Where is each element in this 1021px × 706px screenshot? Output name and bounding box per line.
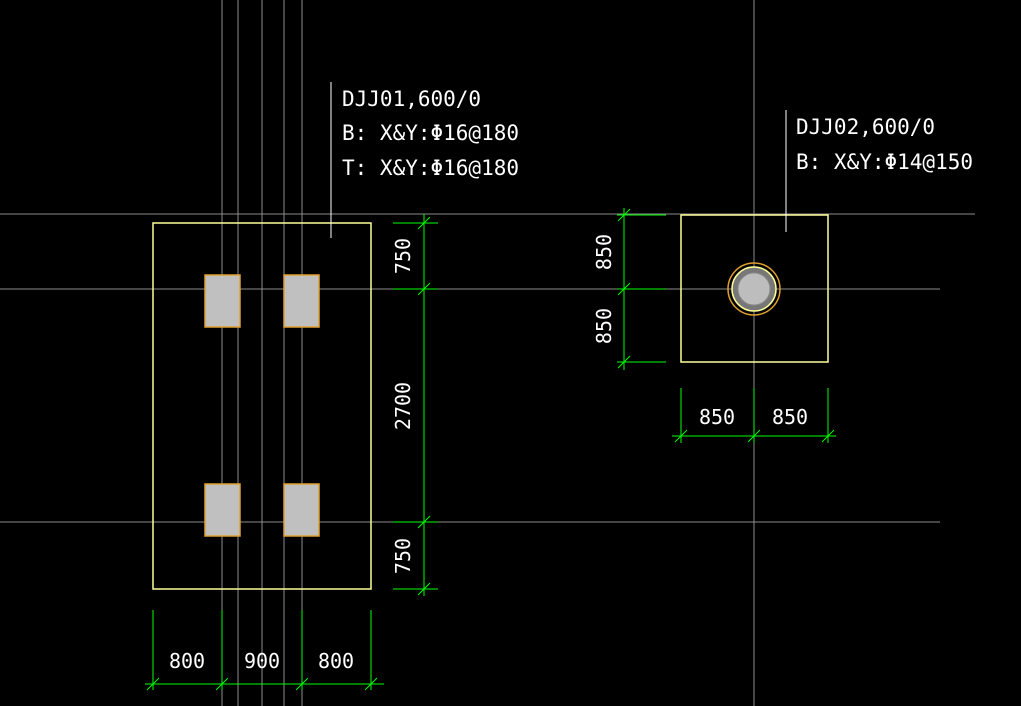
footing-djj01-outline[interactable] — [152, 222, 372, 590]
dim-djj01-h1: 800 — [169, 649, 205, 673]
dim-djj01-h3: 800 — [318, 649, 354, 673]
label-djj02-line2: B: X&Y:Φ14@150 — [796, 150, 973, 174]
axis-lines — [0, 0, 975, 706]
dim-djj02-h1: 850 — [699, 405, 735, 429]
dimensions-djj01 — [145, 214, 438, 691]
round-column-outer-ring[interactable] — [727, 262, 781, 316]
column-2[interactable] — [283, 274, 320, 328]
dim-djj01-v1: 750 — [391, 238, 415, 274]
label-djj01-line1: DJJ01,600/0 — [342, 87, 481, 111]
column-3[interactable] — [204, 483, 241, 537]
footing-djj01[interactable]: DJJ01,600/0 B: X&Y:Φ16@180 T: X&Y:Φ16@18… — [152, 82, 519, 590]
footing-djj02[interactable]: DJJ02,600/0 B: X&Y:Φ14@150 — [680, 110, 973, 363]
dim-djj02-h2: 850 — [772, 405, 808, 429]
label-djj02-line1: DJJ02,600/0 — [796, 115, 935, 139]
column-4[interactable] — [283, 483, 320, 537]
label-djj01-line3: T: X&Y:Φ16@180 — [342, 156, 519, 180]
dim-djj02-v1: 850 — [592, 234, 616, 270]
dim-djj01-v3: 750 — [391, 538, 415, 574]
dimensions-djj02 — [617, 208, 836, 443]
column-1[interactable] — [204, 274, 241, 328]
label-djj01-line2: B: X&Y:Φ16@180 — [342, 121, 519, 145]
round-column-inner — [737, 272, 771, 306]
footing-djj02-outline[interactable] — [680, 214, 829, 363]
dim-djj02-v2: 850 — [592, 308, 616, 344]
dim-djj01-v2: 2700 — [391, 382, 415, 430]
dim-djj01-h2: 900 — [244, 649, 280, 673]
